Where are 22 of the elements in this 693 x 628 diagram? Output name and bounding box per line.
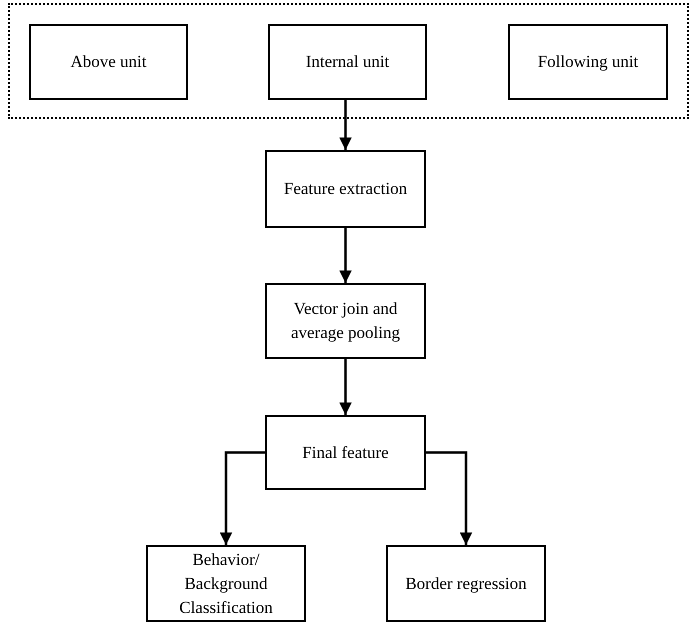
arrow: [339, 359, 352, 415]
node-label: Final feature: [301, 442, 390, 464]
process-box: [265, 283, 426, 359]
process-box: [386, 545, 546, 622]
node-label: Above unit: [69, 51, 148, 73]
node-label: Feature extraction: [282, 178, 408, 200]
node-label: Internal unit: [304, 51, 390, 73]
arrow: [339, 98, 352, 150]
process-box: [265, 415, 426, 490]
process-box: [29, 24, 188, 100]
arrow: [426, 451, 472, 545]
node-label: Vector join and average pooling: [290, 298, 402, 344]
arrow: [220, 451, 265, 545]
node-label: Following unit: [536, 51, 640, 73]
process-box: [265, 150, 426, 228]
node-label: Border regression: [404, 572, 528, 595]
group-frame: [8, 3, 689, 119]
process-box: [146, 545, 306, 622]
node-label: Behavior/ Background Classification: [178, 548, 274, 618]
process-box: [508, 24, 668, 100]
arrow: [339, 228, 352, 283]
process-box: [268, 24, 427, 100]
